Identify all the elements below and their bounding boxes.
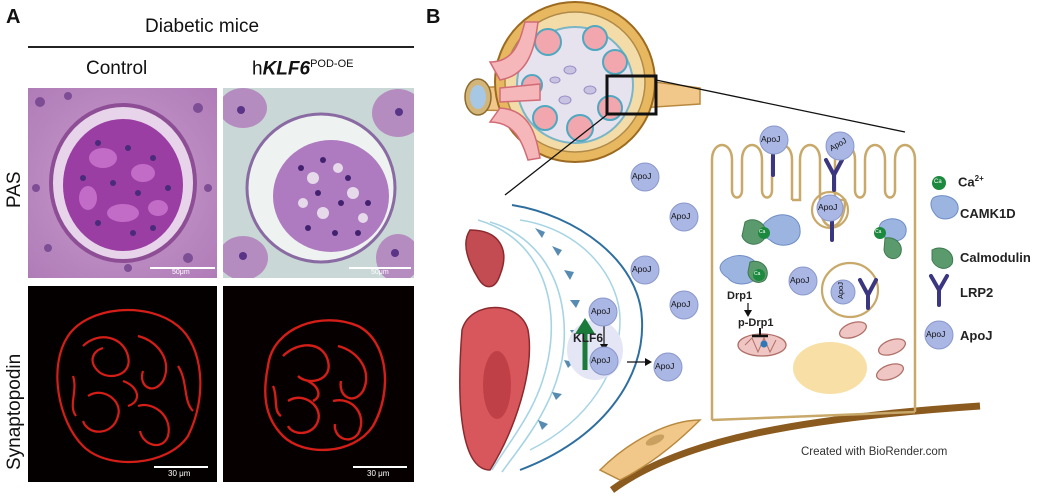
col-label-overexpression: hKLF6POD-OE	[252, 58, 354, 80]
panel-b-letter: B	[426, 6, 441, 28]
calcium-dot-label: Ca	[875, 229, 882, 235]
apoj-label: ApoJ	[591, 355, 611, 365]
apoj-label: ApoJ	[926, 329, 946, 339]
calcium-dot-label: Ca	[934, 179, 942, 185]
apoj-label: ApoJ	[632, 171, 652, 181]
scale-label-pas-overexpression: 50μm	[371, 269, 389, 276]
legend-camk1d: CAMK1D	[960, 206, 1016, 221]
pas-image-control: 50μm	[28, 88, 217, 278]
calcium-dot-label: Ca	[754, 271, 761, 277]
header-divider	[28, 46, 414, 48]
col-label-control: Control	[86, 58, 148, 79]
legend-lrp2: LRP2	[960, 285, 994, 300]
drp1-label: Drp1	[727, 290, 753, 302]
biorender-credit: Created with BioRender.com	[801, 446, 948, 458]
glomerulus-illustration	[464, 1, 701, 163]
apoj-label: ApoJ	[818, 202, 838, 212]
apoj-label: ApoJ	[655, 361, 675, 371]
scale-label-synaptopodin-overexpression: 30 μm	[367, 469, 390, 478]
panel-a-letter: A	[6, 6, 21, 28]
calcium-dot-label: Ca	[759, 229, 766, 235]
legend-calmodulin: Calmodulin	[960, 250, 1031, 265]
legend-apoj: ApoJ	[960, 328, 993, 343]
apoj-particles	[588, 125, 954, 382]
klf6-label: KLF6	[573, 331, 603, 345]
lrp2-receptors	[771, 150, 949, 310]
panel-a-header: Diabetic mice	[145, 16, 260, 37]
legend-calcium: Ca2+	[958, 174, 984, 190]
apoj-label: ApoJ	[591, 306, 611, 316]
synaptopodin-image-overexpression: 30 μm	[223, 286, 414, 482]
apoj-label: ApoJ	[632, 264, 652, 274]
pas-image-overexpression: 50μm	[223, 88, 414, 278]
scale-label-pas-control: 50μm	[172, 269, 190, 276]
apoj-label: ApoJ	[790, 275, 810, 285]
apoj-label: ApoJ	[761, 134, 781, 144]
synaptopodin-image-control: 30 μm	[28, 286, 217, 482]
p-drp1-label: p-Drp1	[738, 317, 774, 329]
apoj-label: ApoJ	[671, 211, 691, 221]
apoj-label: ApoJ	[671, 299, 691, 309]
apoj-label: ApoJ	[836, 281, 846, 300]
scale-label-synaptopodin-control: 30 μm	[168, 469, 191, 478]
